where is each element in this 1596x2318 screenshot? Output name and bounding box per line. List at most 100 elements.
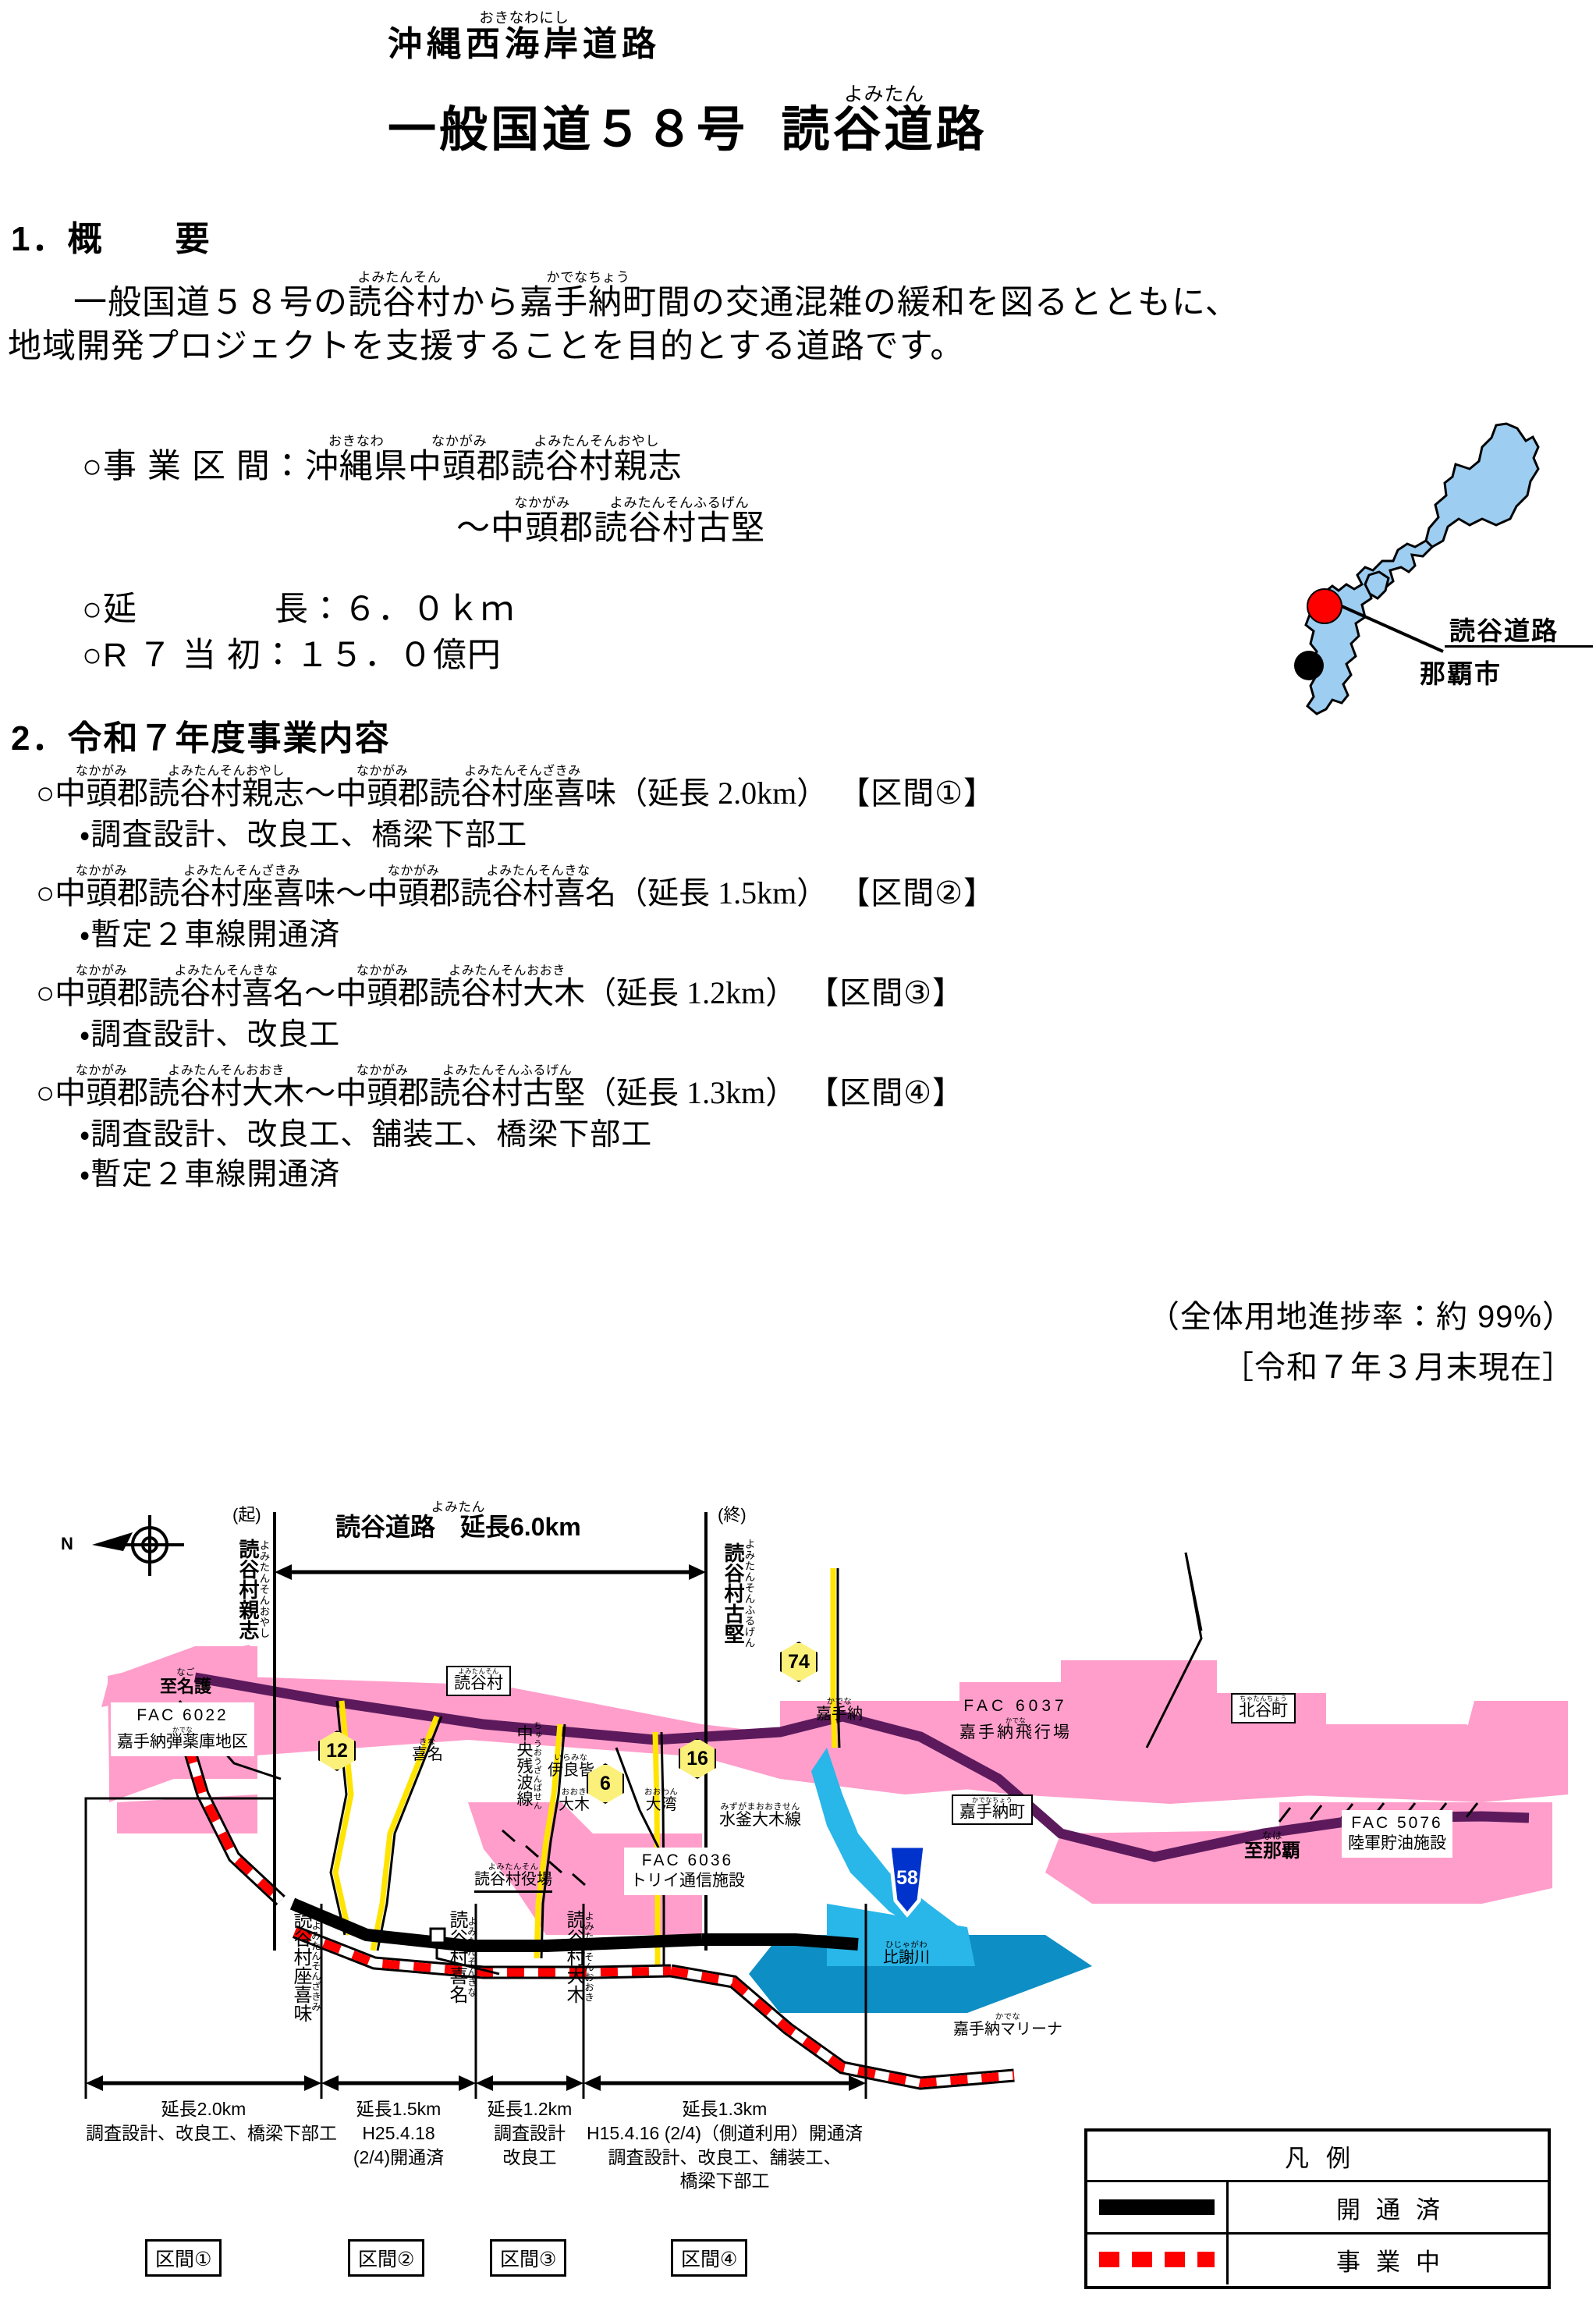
map-legend: 凡例 開通済 事業中: [1084, 2128, 1551, 2289]
inset-label-naha: 那覇市: [1420, 659, 1502, 688]
segment-length: （延長 1.2km）: [585, 975, 797, 1010]
segment-head: ○中頭郡なかがみ読谷村座喜味よみたんそんざきみ～中頭郡なかがみ読谷村喜名よみたん…: [36, 864, 996, 911]
fac-6036-callout: FAC 6036 トリイ通信施設: [624, 1848, 751, 1895]
segment-length: （延長 1.5km）: [616, 875, 828, 911]
fac-code: FAC 6036: [641, 1851, 734, 1869]
callout-leaders: [429, 1552, 1203, 1975]
place-iramina: 伊良皆いらみな: [548, 1754, 594, 1779]
water-areas: [749, 1748, 1092, 2013]
segment-kukan: 【区間②】: [854, 876, 996, 911]
inset-leader-line: [1341, 605, 1444, 653]
kv-budget-value: １５．０億円: [295, 636, 502, 674]
segment-head: ○中頭郡なかがみ読谷村親志よみたんそんおやし～中頭郡なかがみ読谷村座喜味よみたん…: [36, 765, 996, 811]
project-detail-map: (起) (終) 読谷道路 延長6.0kmよみたん 読谷村親志よみたんそんおやし …: [0, 1467, 1596, 2318]
compass-rose: [92, 1515, 184, 1576]
section-dividers: [84, 1797, 867, 2099]
town-yomitanson: 読谷村よみたんそん: [446, 1666, 511, 1697]
section-1-paragraph-line2: 地域開発プロジェクトを支援することを目的とする道路です。: [8, 327, 965, 365]
place-kina: 喜名きな: [412, 1738, 443, 1763]
note-as-of-date: ［令和７年３月末現在］: [1222, 1351, 1574, 1385]
ruby-yomitanson: よみたんそん: [348, 269, 451, 285]
vplace-yomitanson-ooki: 読谷村大木よみたんそんおおき: [563, 1910, 594, 2004]
okinawa-locator-map: 読谷道路 那覇市: [1248, 394, 1596, 722]
project-opened-black-2: [702, 1933, 859, 1951]
document-subtitle: 沖縄西海岸道路おきなわにし: [388, 9, 661, 66]
legend-symbol-opened: [1087, 2182, 1229, 2232]
segment-detail: ・調査設計、改良工、橋梁下部工: [80, 818, 528, 852]
place-kadena-marina: 嘉手納マリーナかでな: [953, 2013, 1062, 2038]
segment-kukan: 【区間①】: [854, 776, 996, 811]
place-hijagawa: 比謝川ひじゃがわ: [883, 1941, 930, 1966]
to-nago-label: 至名護なご: [160, 1668, 212, 1696]
local-roads-yellow: [332, 1568, 838, 1966]
vplace-yomitanson-kina: 読谷村喜名よみたんそんきな: [446, 1910, 477, 2004]
marker-yomitan-road: [1307, 588, 1342, 624]
fac-name: 嘉手納飛行場かでな: [959, 1716, 1072, 1742]
town-chatancho: 北谷町ちゃたんちょう: [1231, 1693, 1296, 1724]
inset-label-road: 読谷道路: [1449, 616, 1559, 645]
document-title: 一般国道５８号 読谷道路よみたん: [388, 84, 987, 160]
title-road-ruby: よみたん: [781, 84, 988, 105]
legend-label-opened: 開通済: [1336, 2196, 1456, 2224]
kv-section-key: ○事 業 区 間：: [82, 448, 305, 485]
fac-name: トリイ通信施設: [630, 1872, 745, 1890]
legend-symbol-constructing: [1087, 2235, 1229, 2284]
map-end-marker: (終): [718, 1505, 747, 1525]
town-kadenacho: 嘉手納町かでなちょう: [952, 1794, 1033, 1826]
fac-name: 嘉手納弾薬庫地区かでな: [117, 1726, 248, 1752]
legend-label-constructing: 事業中: [1336, 2248, 1456, 2276]
kukan-box-1: 区間①: [145, 2239, 222, 2277]
legend-title: 凡例: [1087, 2132, 1548, 2182]
dim-segment-2: 延長1.5km H25.4.18 (2/4)開通済: [353, 2099, 445, 2167]
segment-head: ○中頭郡なかがみ読谷村大木よみたんそんおおき～中頭郡なかがみ読谷村古堅よみたんそ…: [36, 1064, 965, 1110]
segment-kukan: 【区間③】: [823, 976, 965, 1010]
yomitan-village-office: 読谷村役場よみたんそん: [474, 1863, 552, 1893]
note-progress-rate: （全体用地進捗率：約 99%）: [1147, 1300, 1574, 1334]
vplace-yomitanson-zakimi: 読谷村座喜味よみたんそんざきみ: [290, 1910, 321, 2022]
place-ooki: 大木おおき: [559, 1788, 590, 1813]
segment-detail: ・暫定２車線開通済: [80, 918, 341, 952]
segment-list: ○中頭郡なかがみ読谷村親志よみたんそんおやし～中頭郡なかがみ読谷村座喜味よみたん…: [36, 765, 995, 1204]
ruby-kadenacho: かでなちょう: [520, 269, 657, 285]
dimension-arrow-row: [86, 2075, 866, 2091]
map-start-place: 読谷村親志よみたんそんおやし: [236, 1539, 270, 1640]
road-mizugama-ooki-sen: 水釜大木線みずがまおおきせん: [719, 1802, 801, 1829]
dim-segment-4: 延長1.3km H15.4.16 (2/4)（側道利用）開通済 調査設計、改良工…: [586, 2099, 864, 2192]
section-2-heading: 2．令和７年度事業内容: [11, 719, 391, 758]
fac-name: 陸軍貯油施設: [1348, 1834, 1446, 1853]
segment-detail: ・調査設計、改良工: [80, 1018, 341, 1052]
inset-label-rule: [1445, 645, 1593, 648]
section-1-paragraph: 一般国道５８号の読谷村よみたんそんから嘉手納町かでなちょう間の交通混雑の緩和を図…: [8, 269, 1591, 369]
kukan-box-3: 区間③: [490, 2239, 567, 2277]
place-oowan: 大湾おおわん: [644, 1788, 679, 1813]
title-route: 一般国道５８号: [388, 103, 749, 157]
segment-kukan: 【区間④】: [823, 1076, 965, 1110]
kv-section-row-2: ～中頭郡なかがみ読谷村古堅よみたんそんふるげん: [456, 495, 765, 548]
legend-row-constructing: 事業中: [1087, 2235, 1548, 2284]
legend-row-opened: 開通済: [1087, 2182, 1548, 2235]
subtitle-ruby: おきなわにし: [388, 9, 661, 26]
subtitle-text: 沖縄西海岸道路: [388, 25, 661, 63]
map-end-place: 読谷村古堅よみたんそんふるげん: [722, 1539, 755, 1649]
title-road: 読谷道路: [781, 103, 988, 157]
fac-6037-callout: FAC 6037 嘉手納飛行場かでな: [953, 1693, 1078, 1747]
map-title: 読谷道路 延長6.0kmよみたん: [335, 1500, 581, 1541]
fac-code: FAC 6037: [963, 1697, 1068, 1715]
fac-5076-callout: FAC 5076 陸軍貯油施設: [1342, 1810, 1452, 1858]
to-naha-label: 至那覇なは: [1244, 1830, 1300, 1862]
project-key-values: ○事 業 区 間：沖縄県おきなわ中頭郡なかがみ読谷村親志よみたんそんおやし ～中…: [82, 433, 765, 679]
segment-item: ○中頭郡なかがみ読谷村座喜味よみたんそんざきみ～中頭郡なかがみ読谷村喜名よみたん…: [36, 864, 996, 952]
okinawa-island-shape: [1294, 422, 1540, 715]
road-chuo-zanpa-sen: 中央残波線ちゅうおうざんぱせん: [515, 1721, 542, 1810]
kv-budget-row: ○R ７ 当 初：１５．０億円: [82, 633, 765, 679]
kv-section-row: ○事 業 区 間：沖縄県おきなわ中頭郡なかがみ読谷村親志よみたんそんおやし: [82, 433, 765, 490]
segment-detail: ・調査設計、改良工、舗装工、橋梁下部工: [80, 1118, 653, 1152]
marker-naha: [1294, 651, 1324, 680]
place-kadena: 嘉手納かでな: [816, 1698, 863, 1723]
kv-length-key: ○延 長：: [82, 590, 343, 628]
dim-segment-1: 延長2.0km 調査設計、改良工、橋梁下部工: [86, 2099, 337, 2143]
map-start-marker: (起): [232, 1505, 261, 1525]
segment-item: ○中頭郡なかがみ読谷村喜名よみたんそんきな～中頭郡なかがみ読谷村大木よみたんそん…: [36, 964, 995, 1052]
kukan-box-4: 区間④: [671, 2239, 748, 2277]
segment-head: ○中頭郡なかがみ読谷村喜名よみたんそんきな～中頭郡なかがみ読谷村大木よみたんそん…: [36, 964, 965, 1010]
